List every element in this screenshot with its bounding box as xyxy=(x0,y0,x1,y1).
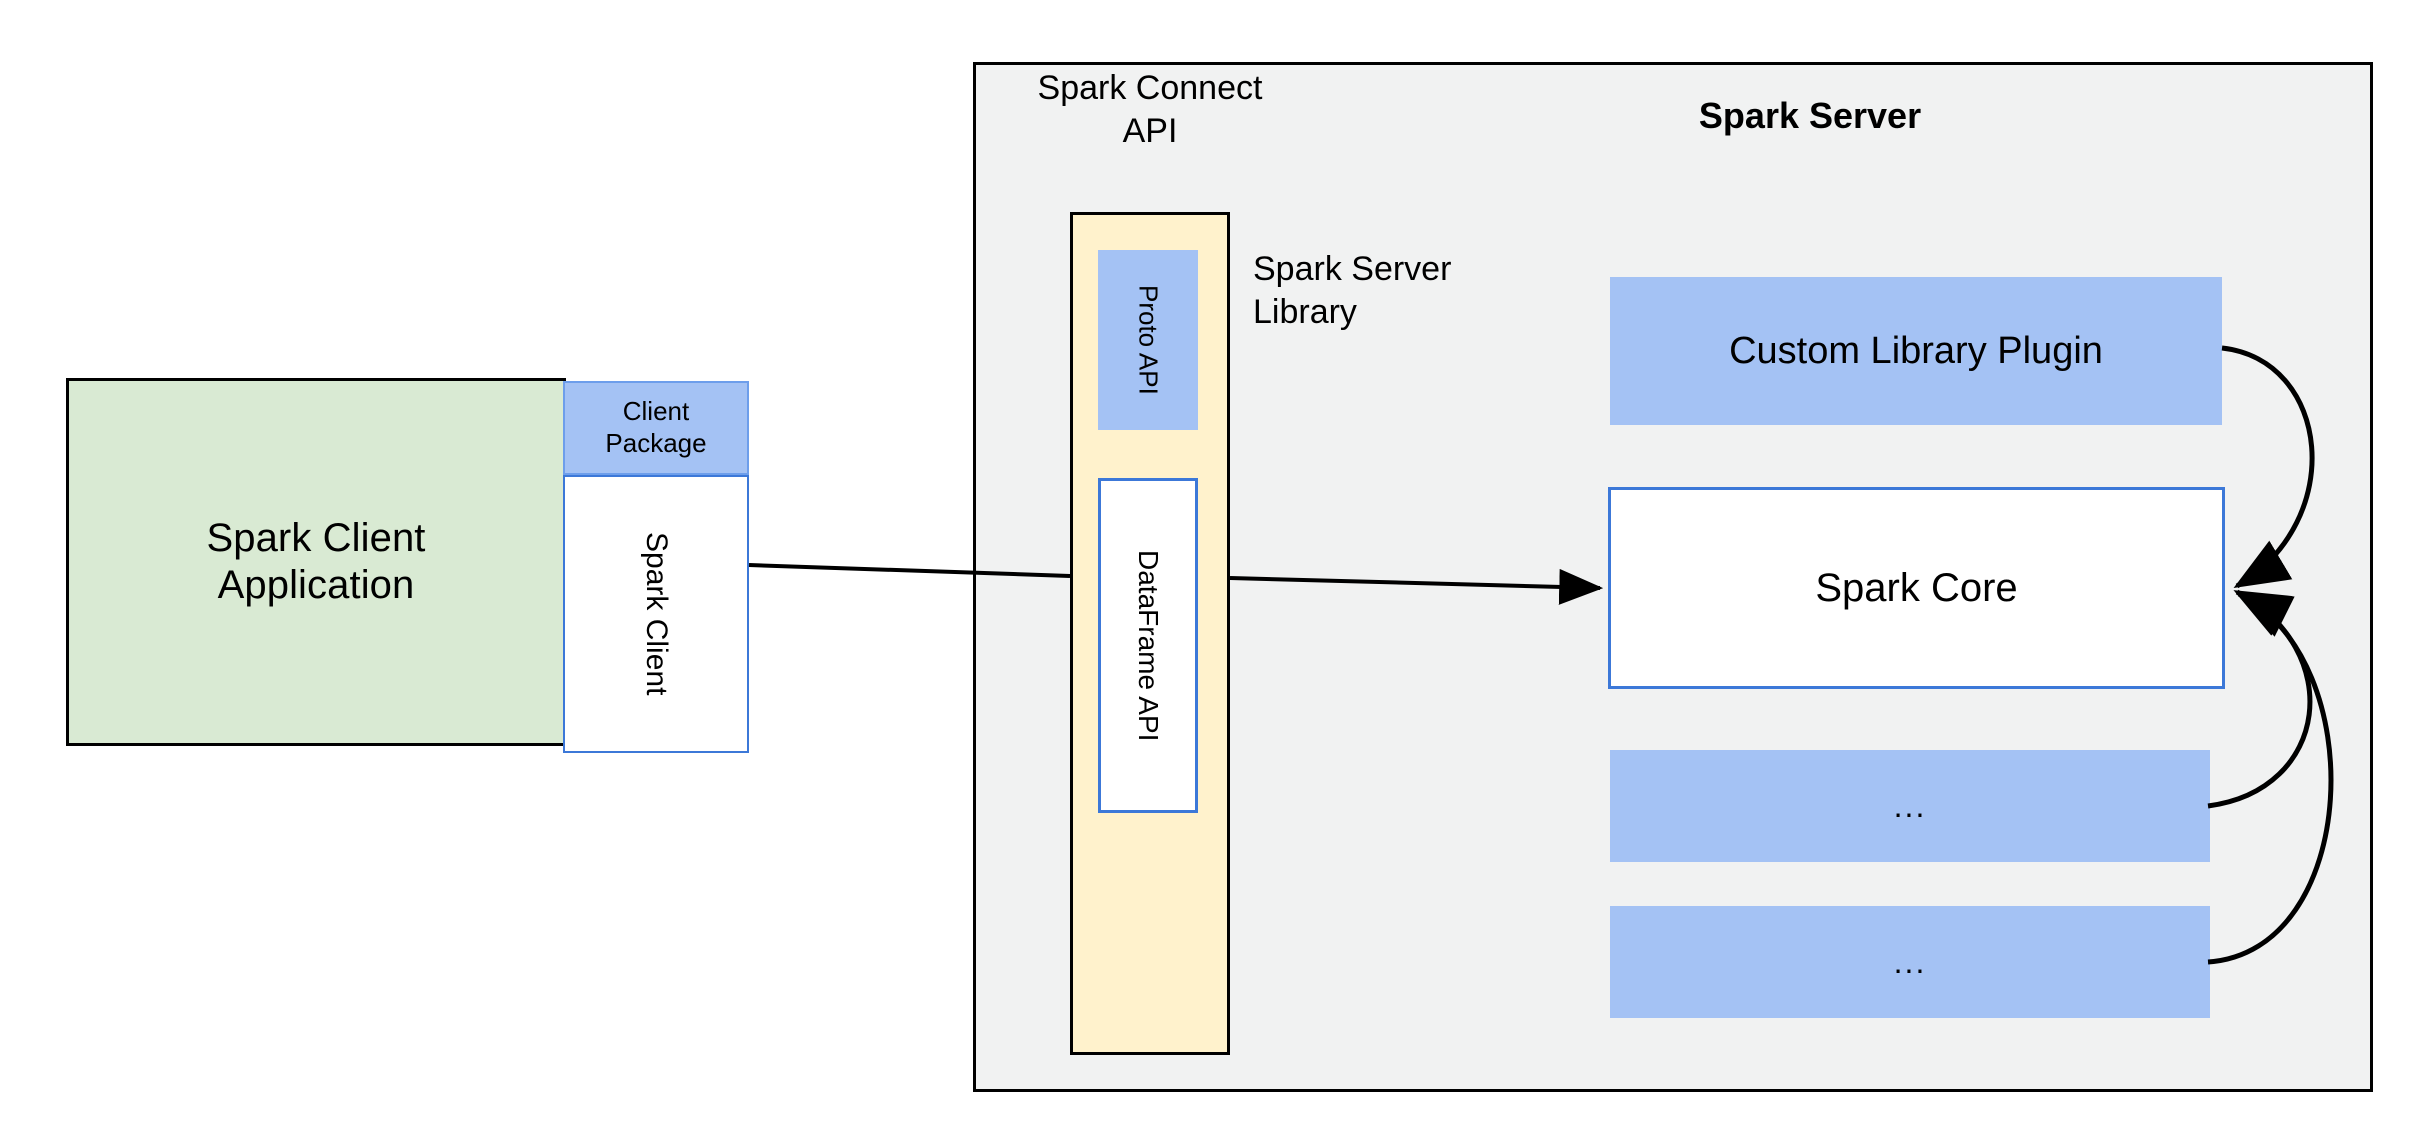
spark-server-title: Spark Server xyxy=(1698,95,1922,136)
spark-server-library-label: Spark Server Library xyxy=(1253,250,1452,331)
spark-core-label: Spark Core xyxy=(1815,565,2018,610)
dataframe-api-label: DataFrame API xyxy=(1133,549,1164,742)
custom-library-plugin-box[interactable]: Custom Library Plugin xyxy=(1610,277,2222,425)
spark-connect-api-label: Spark Connect API xyxy=(1037,69,1263,150)
spark-client-application-label: Spark Client Application xyxy=(206,515,426,607)
proto-api-box[interactable]: Proto API xyxy=(1098,250,1198,430)
ellipsis-box-2[interactable]: ... xyxy=(1610,906,2210,1018)
client-package-box[interactable]: Client Package xyxy=(563,381,749,475)
spark-client-label: Spark Client xyxy=(640,532,673,696)
spark-client-box[interactable]: Spark Client xyxy=(563,475,749,753)
ellipsis-box-2-label: ... xyxy=(1893,943,1927,980)
spark-core-box[interactable]: Spark Core xyxy=(1608,487,2225,689)
custom-library-plugin-label: Custom Library Plugin xyxy=(1729,329,2103,372)
ellipsis-box-1[interactable]: ... xyxy=(1610,750,2210,862)
ellipsis-box-1-label: ... xyxy=(1893,787,1927,824)
client-package-label: Client Package xyxy=(605,396,707,458)
dataframe-api-box[interactable]: DataFrame API xyxy=(1098,478,1198,813)
spark-client-application-box[interactable]: Spark Client Application xyxy=(66,378,566,746)
proto-api-label: Proto API xyxy=(1133,285,1164,395)
